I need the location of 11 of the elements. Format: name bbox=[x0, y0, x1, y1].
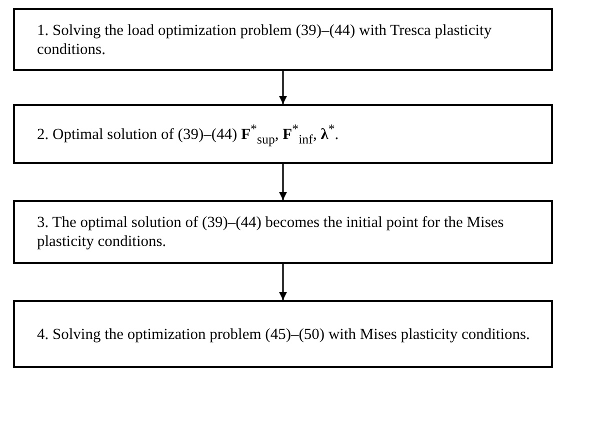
process-box bbox=[13, 300, 553, 368]
process-box bbox=[13, 200, 553, 264]
process-box bbox=[13, 104, 553, 164]
step-text: 4. Solving the optimization problem (45)–(50) with Mises plasticity conditions. bbox=[37, 324, 530, 344]
step-text: 1. Solving the load optimization problem (39)–(44) with Tresca plasticity conditions. bbox=[37, 20, 493, 58]
process-box bbox=[13, 8, 553, 71]
step-text: 3. The optimal solution of (39)–(44) becomes the initial point for the Mises plasticity conditions. bbox=[37, 213, 505, 251]
arrow bbox=[279, 164, 287, 200]
arrow bbox=[279, 71, 287, 104]
step-text: 2. Optimal solution of (39)–(44) F$^{*}$$_{sup}$, F$^{*}$$_{inf}$, λ$^{*}$. bbox=[37, 120, 339, 149]
arrow bbox=[279, 264, 287, 300]
